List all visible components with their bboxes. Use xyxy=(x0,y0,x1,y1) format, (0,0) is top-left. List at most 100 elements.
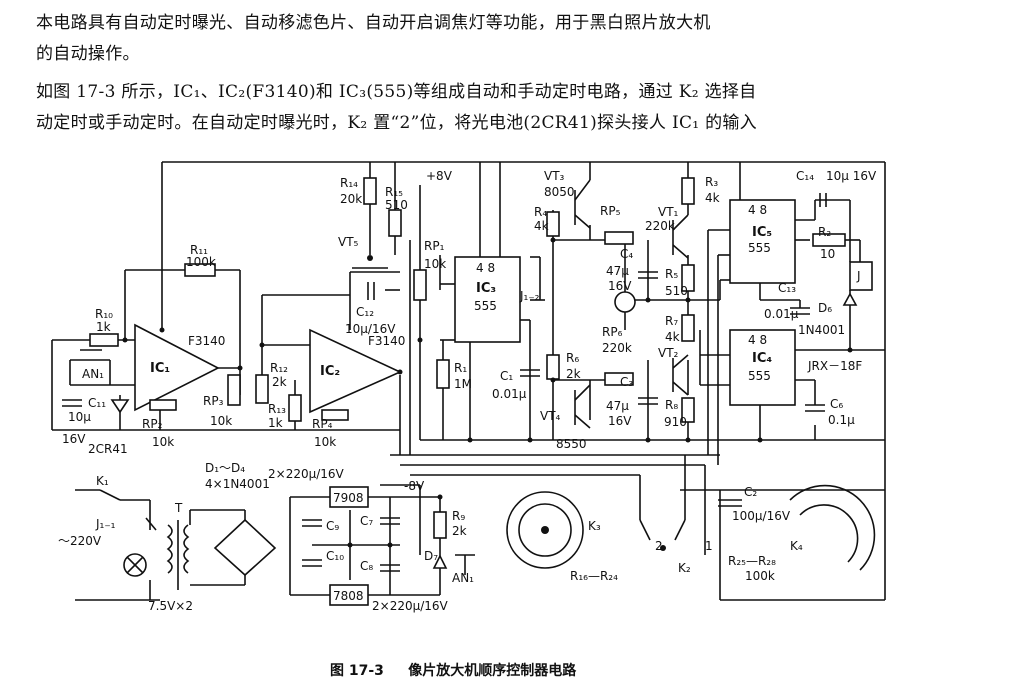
switch-k1 xyxy=(99,489,121,501)
label-c11: C₁₁ xyxy=(88,396,106,410)
label-rp6-value: 220k xyxy=(602,341,632,355)
rotary-switch-k4 xyxy=(789,484,876,571)
caption-title: 像片放大机顺序控制器电路 xyxy=(408,663,577,679)
label-vt3: VT₃ xyxy=(544,169,565,183)
label-c4: C₄ xyxy=(620,247,633,261)
label-r4-value: 4k xyxy=(534,219,549,233)
label-ic4: IC₄ xyxy=(752,351,772,366)
label-vt4-value: 8550 xyxy=(556,437,587,451)
label-c3-voltage: 16V xyxy=(608,414,632,428)
label-c12-value: 10μ/16V xyxy=(345,322,396,336)
resistor-r9 xyxy=(433,511,447,539)
photocell-2cr41 xyxy=(110,399,130,414)
label-rp5: RP₅ xyxy=(600,204,621,218)
label-d1-d4-value: 4×1N4001 xyxy=(205,477,270,491)
junction-dots xyxy=(122,237,853,548)
wiring xyxy=(51,161,886,601)
label-r9: R₉ xyxy=(452,509,465,523)
label-ic2: IC₂ xyxy=(320,364,340,379)
label-vt4: VT₄ xyxy=(540,409,561,423)
pot-rp4 xyxy=(321,409,349,421)
label-7908: 7908 xyxy=(333,491,364,505)
resistor-r14 xyxy=(363,177,377,205)
label-c3: C₃ xyxy=(620,375,633,389)
label-k3: K₃ xyxy=(588,519,601,533)
label-k1: K₁ xyxy=(96,474,109,488)
label-jrx: JRX－18F xyxy=(807,359,862,373)
label-rp2-value: 10k xyxy=(152,435,174,449)
label-r1: R₁ xyxy=(454,361,467,375)
label-j12: J₁₋₂ xyxy=(519,289,540,303)
label-k2-pos1: 1 xyxy=(705,539,713,553)
label-rp1: RP₁ xyxy=(424,239,445,253)
label-r2: R₂ xyxy=(818,225,831,239)
ic4-555 xyxy=(729,329,796,406)
label-r25-r28-value: 100k xyxy=(745,569,775,583)
relay-j xyxy=(849,261,873,291)
transformer-t xyxy=(166,524,173,574)
label-rp3-value: 10k xyxy=(210,414,232,428)
label-220v: ～220V xyxy=(58,534,102,548)
label-ic5-type: 555 xyxy=(748,241,771,255)
bridge-rectifier xyxy=(213,518,277,577)
label-r3-value: 4k xyxy=(705,191,720,205)
resistor-r11 xyxy=(184,263,216,277)
label-ic5: IC₅ xyxy=(752,225,772,240)
label-c10: C₁₀ xyxy=(326,549,344,563)
label-rp3: RP₃ xyxy=(203,394,224,408)
label-relay-j: J xyxy=(856,269,861,283)
label-cap-2x-top: 2×220μ/16V xyxy=(268,467,345,481)
paragraph-description: 如图 17-3 所示，IC₁、IC₂(F3140)和 IC₃(555)等组成自动… xyxy=(36,77,996,139)
label-d6: D₆ xyxy=(818,301,832,315)
label-c13-value: 0.01μ xyxy=(764,307,799,321)
label-vt3-value: 8050 xyxy=(544,185,575,199)
component-labels: R₁₁ 100k R₁₀ 1k AN₁ C₁₁ 10μ 16V 2CR41 IC… xyxy=(58,169,877,613)
resistor-r12 xyxy=(255,374,269,404)
figure-caption: 图 17-3 像片放大机顺序控制器电路 xyxy=(330,660,576,680)
label-c1-value: 0.01μ xyxy=(492,387,527,401)
label-ic3-pins: 4 8 xyxy=(476,261,495,275)
label-r8: R₈ xyxy=(665,398,678,412)
label-c9: C₉ xyxy=(326,519,339,533)
motor-m xyxy=(614,291,636,313)
label-r7-value: 4k xyxy=(665,330,680,344)
para2-line2: 动定时或手动定时。在自动定时曝光时，K₂ 置“2”位，将光电池(2CR41)探头… xyxy=(36,113,757,133)
label-cap-2x-bottom: 2×220μ/16V xyxy=(372,599,449,613)
label-c11-value: 10μ xyxy=(68,410,91,424)
label-photocell: 2CR41 xyxy=(88,442,128,456)
pot-rp2 xyxy=(149,399,177,411)
label-f3140-a: F3140 xyxy=(188,334,225,348)
label-r9-value: 2k xyxy=(452,524,467,538)
para1-line2: 的自动操作。 xyxy=(36,44,140,64)
label-trans-voltage: 7.5V×2 xyxy=(148,599,193,613)
resistor-r8 xyxy=(681,397,695,423)
label-r3: R₃ xyxy=(705,175,718,189)
pot-rp3 xyxy=(227,374,241,406)
label-r12: R₁₂ xyxy=(270,361,288,375)
label-r13: R₁₃ xyxy=(268,402,286,416)
label-r6-value: 2k xyxy=(566,367,581,381)
label-r5-value: 510 xyxy=(665,284,688,298)
relay-contact-j11 xyxy=(145,517,157,531)
label-k2-pos2: 2 xyxy=(655,539,663,553)
label-r16-r24: R₁₆—R₂₄ xyxy=(570,569,618,583)
label-transformer-t: T xyxy=(174,501,183,515)
label-r12-value: 2k xyxy=(272,375,287,389)
resistor-r3 xyxy=(681,177,695,205)
label-ic3: IC₃ xyxy=(476,281,496,296)
para2-line1: 如图 17-3 所示，IC₁、IC₂(F3140)和 IC₃(555)等组成自动… xyxy=(36,82,757,102)
label-r11: R₁₁ xyxy=(190,243,208,257)
label-r10-value: 1k xyxy=(96,320,111,334)
label-c14: C₁₄ xyxy=(796,169,814,183)
resistor-r2 xyxy=(812,233,846,247)
label-c3-value: 47μ xyxy=(606,399,629,413)
label-c8: C₈ xyxy=(360,559,373,573)
resistor-r7 xyxy=(681,314,695,342)
label-an1-b: AN₁ xyxy=(452,571,474,585)
label-c2-value: 100μ/16V xyxy=(732,509,791,523)
label-ic4-type: 555 xyxy=(748,369,771,383)
label-r6: R₆ xyxy=(566,351,579,365)
label-7808: 7808 xyxy=(333,589,364,603)
label-r25-r28: R₂₅—R₂₈ xyxy=(728,554,776,568)
